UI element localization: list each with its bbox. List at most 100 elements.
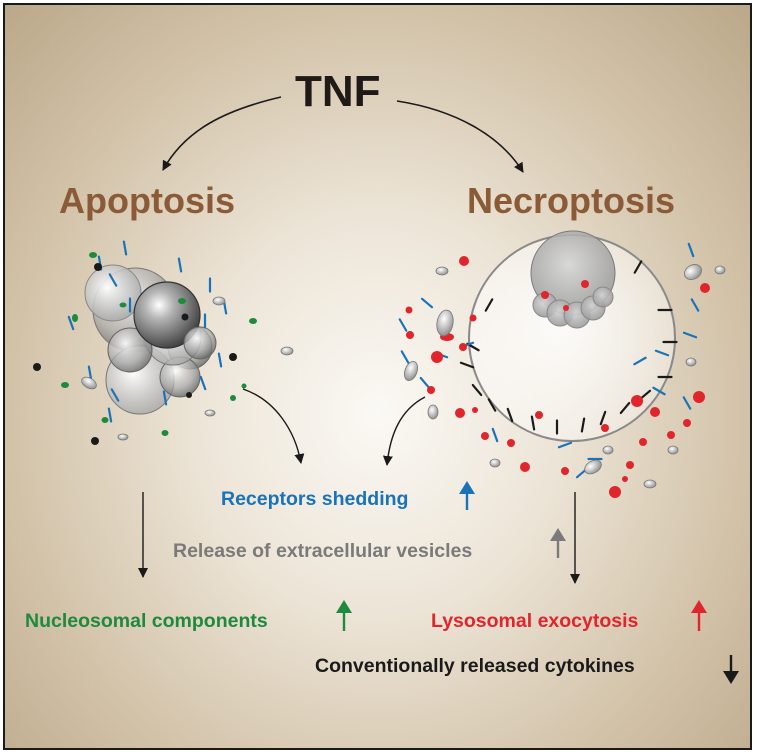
vesicle [684, 264, 702, 280]
lysosomal-particle [626, 461, 634, 469]
vesicle [667, 445, 679, 455]
vesicle [81, 376, 97, 390]
necroptosis-label: Necroptosis [467, 180, 676, 221]
lysosomal-particle [459, 256, 469, 266]
membrane-tick [633, 260, 643, 274]
receptor-fragment [633, 356, 647, 366]
receptor-fragment [400, 350, 410, 364]
receptor-fragment [682, 396, 692, 410]
nucleosomal-particle [61, 382, 69, 388]
lysosomal-particle [406, 331, 414, 339]
lysosomal-particle [631, 395, 643, 407]
lysosomal-particle [639, 438, 647, 446]
nucleosomal-particle [230, 395, 236, 401]
receptor-fragment [398, 318, 408, 332]
receptor-fragment [491, 427, 499, 443]
lysosomal-particle [427, 386, 435, 394]
lysosomal-exocytosis-label: Lysosomal exocytosis [431, 610, 639, 632]
dark-particle [229, 353, 237, 361]
membrane-tick [506, 407, 514, 423]
membrane-tick [459, 361, 475, 369]
scattered-particles [33, 240, 726, 498]
receptors-up-indicator [459, 481, 475, 510]
diagram-graphics [33, 96, 739, 684]
arrow-necroptosis-to-receptors [382, 396, 426, 466]
receptor-fragment [687, 242, 695, 258]
receptor-fragment [108, 273, 118, 287]
dark-particle [186, 392, 192, 398]
apoptosis-label: Apoptosis [59, 180, 235, 221]
lysosomal-particle [693, 391, 705, 403]
nucleosomal-components-label: Nucleosomal components [25, 610, 268, 632]
lysosomal-particle [601, 424, 609, 432]
lysosomal-particle [472, 407, 478, 413]
vesicle [584, 459, 602, 475]
receptor-fragment [110, 388, 120, 402]
receptor-fragment [67, 315, 75, 331]
nucleosomal-particle [119, 302, 127, 308]
lysosomal-particle [541, 291, 549, 299]
membrane-tick [530, 415, 536, 431]
nucleosomal-particle [241, 383, 247, 389]
lysosomal-particle [431, 351, 443, 363]
membrane-tick [471, 383, 483, 397]
receptor-fragment [420, 297, 434, 309]
nucleosomal-particle [89, 252, 97, 258]
cytokines-down-indicator [723, 655, 739, 684]
receptor-fragment [419, 376, 431, 390]
lysosomal-particle [563, 305, 569, 311]
lysosomal-up-indicator [691, 600, 707, 631]
membrane-tick [619, 401, 631, 415]
vesicle [435, 266, 449, 276]
extracellular-vesicles-label: Release of extracellular vesicles [173, 540, 473, 562]
necroptotic-cell [468, 230, 676, 442]
arrow-apoptosis-to-receptors [242, 388, 305, 464]
receptor-fragment [682, 331, 698, 339]
lysosomal-particle [700, 283, 710, 293]
vesicle [685, 357, 697, 367]
arrow-to-apoptosis [162, 96, 282, 171]
nucleosomal-particle [101, 417, 109, 423]
lysosomal-particle [507, 439, 515, 447]
diagram-title: TNF [295, 67, 381, 116]
vesicle [204, 409, 216, 417]
receptor-fragment [87, 365, 93, 381]
nucleosomal-particle [249, 318, 257, 324]
lysosomal-particle [650, 407, 660, 417]
vesicle [714, 265, 726, 275]
lysosomal-particle [581, 280, 589, 288]
dark-particle [94, 263, 102, 271]
lysosomal-particle [455, 408, 465, 418]
figure-frame: TNF Apoptosis Necroptosis Receptors shed… [3, 3, 752, 750]
vesicle [602, 445, 614, 455]
vesicle [436, 309, 454, 337]
vesicle [427, 404, 439, 420]
nucleosomal-particle [161, 430, 169, 436]
lysosomal-particle [535, 411, 543, 419]
lysosomal-particle [459, 343, 467, 351]
lysosomal-particle [469, 314, 477, 322]
vesicle [643, 479, 657, 489]
lysosomal-particle [481, 432, 489, 440]
lysosomal-particle [520, 462, 530, 472]
cytokines-label: Conventionally released cytokines [315, 655, 635, 677]
lysosomal-particle [667, 431, 675, 439]
receptor-fragment [122, 240, 128, 256]
dark-particle [33, 363, 41, 371]
nucleosomal-particle [72, 314, 78, 322]
receptor-fragment [107, 407, 113, 423]
receptor-fragment [217, 352, 223, 368]
vesicle [280, 346, 294, 356]
apoptotic-cell [84, 264, 217, 415]
receptor-fragment [557, 441, 573, 449]
dark-particle [91, 437, 99, 445]
nucleosomal-up-indicator [336, 600, 352, 631]
lysosomal-particle [609, 486, 621, 498]
vesicle [404, 360, 418, 382]
receptors-shedding-label: Receptors shedding [221, 488, 409, 510]
membrane-tick [599, 410, 607, 426]
membrane-tick [487, 398, 497, 412]
membrane-tick [484, 298, 494, 312]
arrow-to-necroptosis [396, 100, 524, 173]
membrane-tick [580, 417, 586, 433]
